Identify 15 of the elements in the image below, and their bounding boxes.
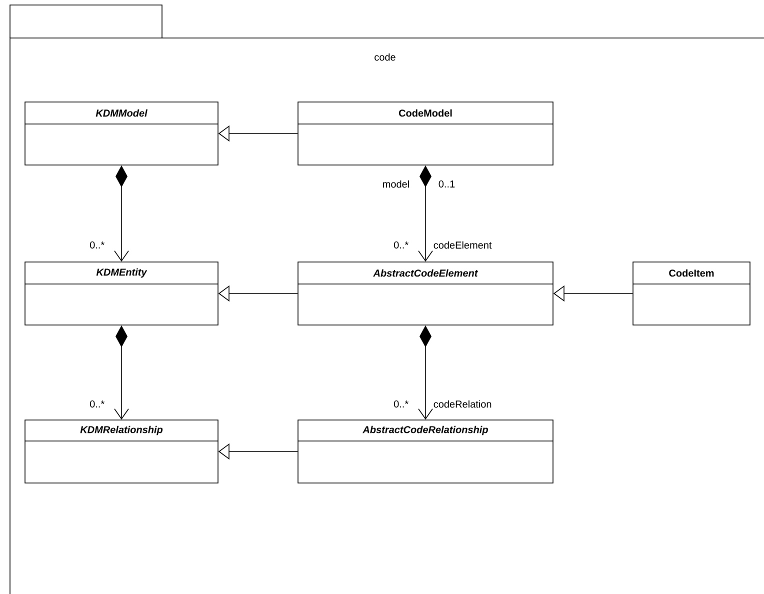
class-box: KDMRelationship xyxy=(24,420,218,484)
multiplicity-label: 0..* xyxy=(394,400,408,408)
class-box: AbstractCodeRelationship xyxy=(298,420,554,484)
class-box: CodeItem xyxy=(632,262,750,326)
multiplicity-label: 0..* xyxy=(394,241,408,249)
multiplicity-label: 0..1 xyxy=(438,180,455,188)
class-box: AbstractCodeElement xyxy=(298,262,554,326)
multiplicity-label: 0..* xyxy=(90,241,104,249)
class-box: KDMModel xyxy=(24,102,218,166)
role-label: codeRelation xyxy=(434,400,492,408)
class-box: CodeModel xyxy=(298,102,554,166)
multiplicity-label: 0..* xyxy=(90,400,104,408)
class-box: KDMEntity xyxy=(24,262,218,326)
role-label: model xyxy=(383,180,409,188)
role-label: codeElement xyxy=(434,241,492,249)
